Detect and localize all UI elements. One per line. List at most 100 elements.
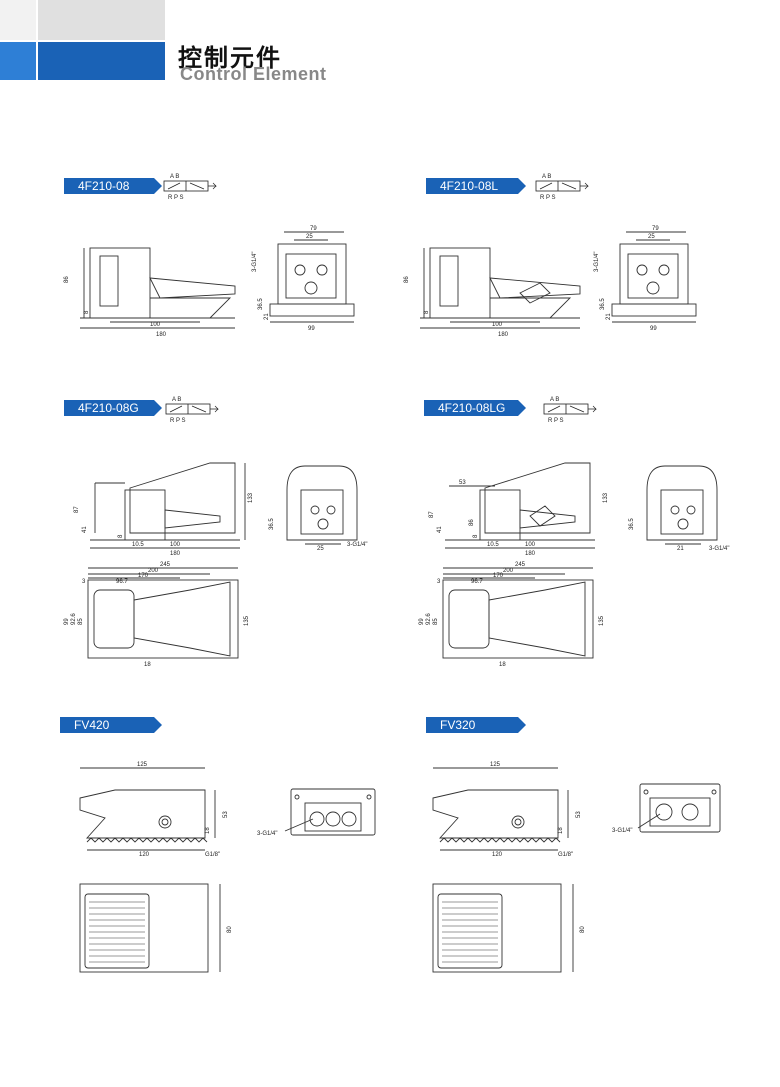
drawing-fv420-top: 80: [79, 883, 233, 973]
svg-text:21: 21: [677, 546, 684, 552]
svg-text:100: 100: [492, 322, 503, 328]
drawing-4f210-08lg-top: 245 200 170 96.7 3 99 92.6 85 135 18: [419, 562, 605, 668]
svg-text:180: 180: [498, 332, 509, 338]
drawing-4f210-08-front: 79 25 3-G1/4" 36.5 21 99: [252, 226, 355, 332]
svg-text:86: 86: [469, 519, 475, 526]
drawing-4f210-08g-front: 36.5 25 3-G1/4": [269, 465, 367, 552]
drawing-4f210-08lg-side: 53 87 41 86 8 10.5 100 180 133: [429, 462, 609, 557]
svg-text:18: 18: [144, 662, 151, 668]
svg-text:96.7: 96.7: [116, 579, 128, 585]
svg-text:3-G1/4": 3-G1/4": [252, 252, 258, 272]
svg-text:21: 21: [264, 313, 270, 320]
svg-text:36.5: 36.5: [629, 518, 635, 530]
svg-text:86: 86: [404, 276, 410, 283]
svg-text:3: 3: [437, 579, 441, 585]
svg-text:135: 135: [599, 615, 605, 626]
corner-decoration: [0, 0, 165, 80]
svg-text:99: 99: [419, 618, 425, 625]
svg-text:A B: A B: [170, 174, 179, 180]
svg-text:99: 99: [650, 326, 657, 332]
svg-text:G1/8": G1/8": [558, 852, 573, 858]
svg-text:10.5: 10.5: [132, 542, 144, 548]
valve-symbol-4f210-08l: A B R P S: [535, 174, 589, 201]
svg-text:R P S: R P S: [170, 418, 186, 424]
drawing-fv320-side: 125 53 18 120 G1/8": [432, 762, 582, 858]
svg-text:G1/8": G1/8": [205, 852, 220, 858]
svg-text:120: 120: [492, 852, 503, 858]
svg-text:3-G1/4": 3-G1/4": [594, 252, 600, 272]
drawing-4f210-08g-top: 245 200 170 96.7 3 99 92.6 85 135 18: [64, 562, 250, 668]
svg-text:41: 41: [437, 526, 443, 533]
valve-symbol-4f210-08g: A B R P S: [165, 397, 219, 424]
svg-text:A B: A B: [172, 397, 181, 403]
svg-text:21: 21: [606, 313, 612, 320]
svg-text:92.6: 92.6: [71, 613, 77, 625]
svg-text:80: 80: [227, 926, 233, 933]
valve-symbol-4f210-08: A B R P S: [163, 174, 217, 201]
svg-text:36.5: 36.5: [269, 518, 275, 530]
svg-text:3: 3: [82, 579, 86, 585]
svg-text:92.6: 92.6: [426, 613, 432, 625]
svg-text:41: 41: [82, 526, 88, 533]
svg-text:180: 180: [170, 551, 181, 557]
svg-text:25: 25: [648, 234, 655, 240]
svg-text:53: 53: [576, 811, 582, 818]
svg-text:100: 100: [150, 322, 161, 328]
drawing-fv320-front: 3-G1/4": [612, 783, 721, 834]
svg-text:36.5: 36.5: [258, 298, 264, 310]
svg-text:8: 8: [118, 534, 124, 538]
model-label-4f210-08g: 4F210-08G: [64, 400, 162, 416]
svg-text:A B: A B: [542, 174, 551, 180]
svg-text:53: 53: [223, 811, 229, 818]
svg-text:3-G1/4": 3-G1/4": [257, 831, 277, 837]
svg-text:53: 53: [459, 480, 466, 486]
svg-text:87: 87: [74, 506, 80, 513]
svg-text:3-G1/4": 3-G1/4": [709, 546, 729, 552]
svg-text:85: 85: [433, 618, 439, 625]
svg-text:85: 85: [78, 618, 84, 625]
svg-text:R P S: R P S: [548, 418, 564, 424]
page-title-cn: 控制元件: [178, 44, 282, 72]
svg-text:36.5: 36.5: [600, 298, 606, 310]
svg-text:R P S: R P S: [168, 195, 184, 201]
svg-text:245: 245: [515, 562, 526, 568]
svg-text:8: 8: [84, 310, 90, 314]
svg-text:135: 135: [244, 615, 250, 626]
svg-text:86: 86: [64, 276, 70, 283]
drawing-fv320-top: 80: [432, 883, 586, 973]
svg-text:80: 80: [580, 926, 586, 933]
svg-text:200: 200: [148, 568, 159, 574]
drawing-4f210-08-side: 86 100 180 8: [64, 247, 236, 338]
svg-text:133: 133: [248, 492, 254, 503]
svg-text:170: 170: [493, 573, 504, 579]
svg-text:25: 25: [306, 234, 313, 240]
svg-text:8: 8: [473, 534, 479, 538]
svg-text:79: 79: [652, 226, 659, 232]
drawing-4f210-08lg-front: 36.5 21 3-G1/4": [629, 465, 729, 552]
svg-text:125: 125: [490, 762, 501, 768]
svg-text:18: 18: [499, 662, 506, 668]
svg-text:25: 25: [317, 546, 324, 552]
model-label-4f210-08lg: 4F210-08LG: [424, 400, 526, 416]
svg-text:200: 200: [503, 568, 514, 574]
svg-text:96.7: 96.7: [471, 579, 483, 585]
svg-text:18: 18: [558, 827, 564, 834]
svg-text:99: 99: [308, 326, 315, 332]
drawing-4f210-08g-side: 87 41 8 10.5 100 180 133: [74, 462, 254, 557]
svg-text:R P S: R P S: [540, 195, 556, 201]
svg-text:120: 120: [139, 852, 150, 858]
model-label-4f210-08l: 4F210-08L: [426, 178, 526, 194]
drawing-4f210-08l-side: 86 100 180 8: [404, 247, 581, 338]
drawing-fv420-front: 3-G1/4": [257, 788, 376, 837]
svg-text:87: 87: [429, 511, 435, 518]
page-title-en: Control Element: [180, 64, 327, 84]
svg-text:100: 100: [170, 542, 181, 548]
svg-text:180: 180: [156, 332, 167, 338]
model-label-fv420: FV420: [60, 717, 162, 733]
svg-text:79: 79: [310, 226, 317, 232]
svg-text:170: 170: [138, 573, 149, 579]
svg-text:180: 180: [525, 551, 536, 557]
model-label-fv320: FV320: [426, 717, 526, 733]
svg-text:3-G1/4": 3-G1/4": [612, 828, 632, 834]
svg-text:8: 8: [424, 310, 430, 314]
